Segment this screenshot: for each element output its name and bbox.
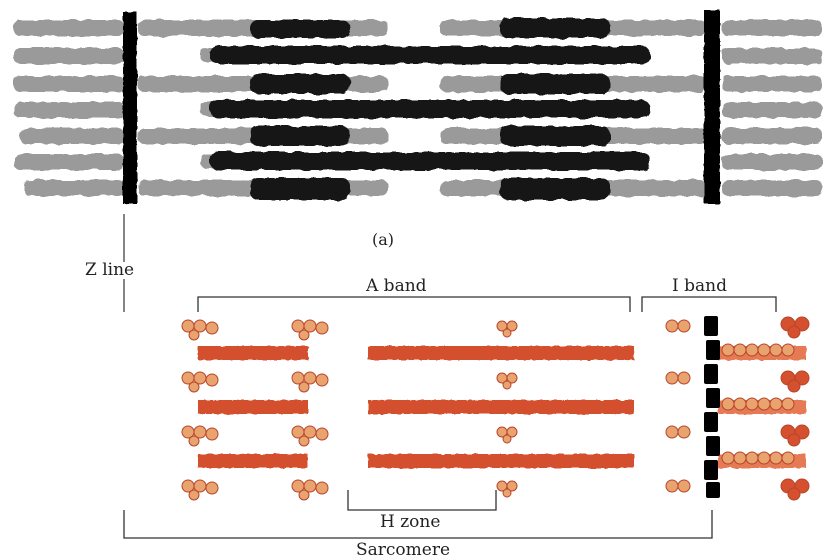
panel-a-label: (a) xyxy=(372,230,395,249)
a-band-bracket xyxy=(197,296,631,312)
h-zone-bracket xyxy=(347,490,497,511)
schematic xyxy=(181,316,810,501)
i-band-label: I band xyxy=(668,278,731,295)
a-band-label: A band xyxy=(362,278,431,295)
h-zone-label: H zone xyxy=(380,512,441,532)
z-disc-micrograph xyxy=(123,10,720,204)
myosin-head-clusters xyxy=(181,316,810,501)
sarcomere-bracket xyxy=(123,510,713,539)
thick-filaments-micrograph xyxy=(210,18,650,200)
z-disc xyxy=(704,316,720,498)
i-band-bracket xyxy=(641,296,777,312)
z-line-label: Z line xyxy=(82,262,138,279)
micrograph xyxy=(14,10,822,204)
sarcomere-label: Sarcomere xyxy=(356,540,451,560)
brackets xyxy=(123,296,777,539)
